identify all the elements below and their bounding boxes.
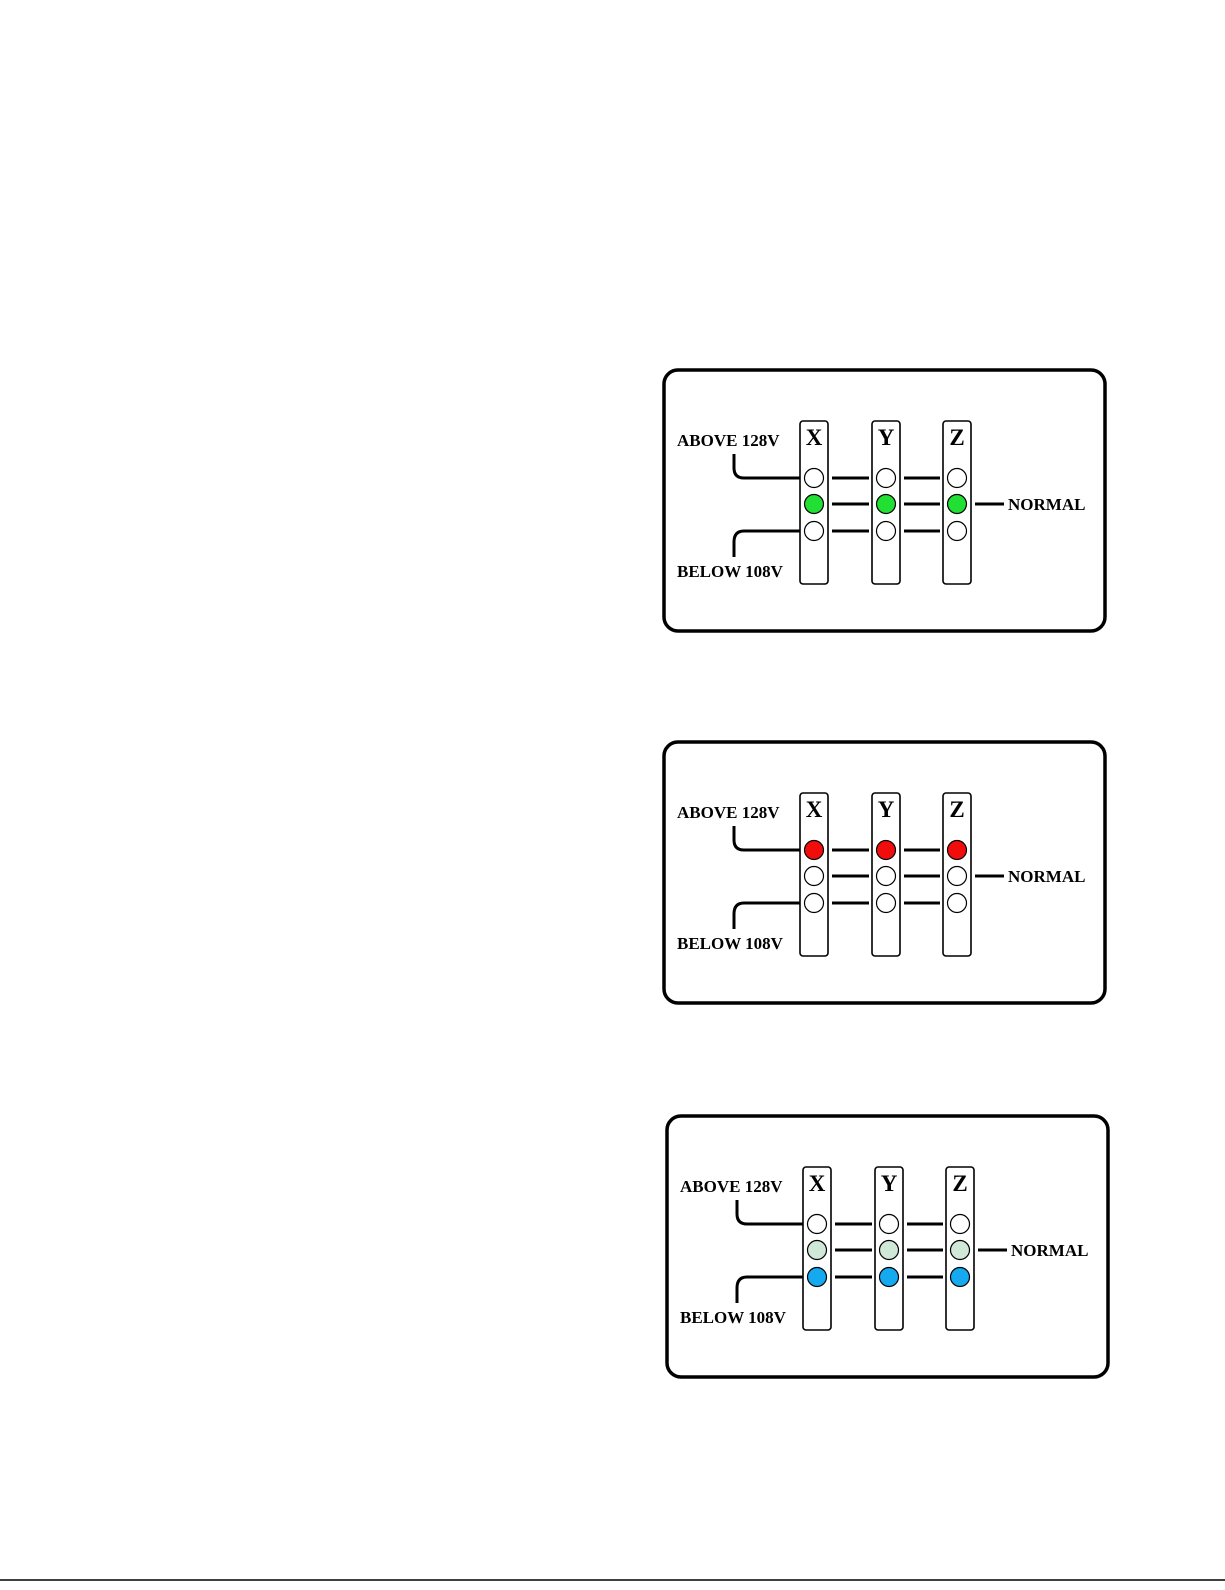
phase-label-y: Y xyxy=(878,425,895,450)
led-y-row-2 xyxy=(877,495,896,514)
above-label: ABOVE 128V xyxy=(677,431,780,450)
led-y-row-1 xyxy=(877,841,896,860)
below-label: BELOW 108V xyxy=(677,934,784,953)
led-x-row-3 xyxy=(805,894,824,913)
led-y-row-1 xyxy=(880,1215,899,1234)
led-x-row-1 xyxy=(805,841,824,860)
led-x-row-3 xyxy=(808,1268,827,1287)
above-label: ABOVE 128V xyxy=(680,1177,783,1196)
phase-label-z: Z xyxy=(952,1171,967,1196)
led-z-row-3 xyxy=(948,522,967,541)
normal-label: NORMAL xyxy=(1008,867,1085,886)
phase-label-y: Y xyxy=(878,797,895,822)
led-z-row-1 xyxy=(951,1215,970,1234)
led-y-row-2 xyxy=(877,867,896,886)
led-y-row-3 xyxy=(877,522,896,541)
phase-label-z: Z xyxy=(949,425,964,450)
led-z-row-1 xyxy=(948,469,967,488)
normal-label: NORMAL xyxy=(1008,495,1085,514)
led-z-row-2 xyxy=(948,867,967,886)
led-x-row-1 xyxy=(808,1215,827,1234)
led-y-row-3 xyxy=(880,1268,899,1287)
led-z-row-2 xyxy=(948,495,967,514)
led-x-row-2 xyxy=(805,867,824,886)
led-z-row-3 xyxy=(951,1268,970,1287)
phase-label-x: X xyxy=(806,797,823,822)
led-x-row-3 xyxy=(805,522,824,541)
phase-label-x: X xyxy=(806,425,823,450)
phase-label-z: Z xyxy=(949,797,964,822)
led-y-row-1 xyxy=(877,469,896,488)
led-z-row-1 xyxy=(948,841,967,860)
led-y-row-3 xyxy=(877,894,896,913)
panel-below-state: X Y Z NORMAL ABOVE 128V BELOW 108V xyxy=(667,1116,1108,1377)
panel-above-state: X Y Z NORMAL ABOVE 128V BELOW 108V xyxy=(664,742,1105,1003)
below-label: BELOW 108V xyxy=(677,562,784,581)
below-label: BELOW 108V xyxy=(680,1308,787,1327)
phase-label-y: Y xyxy=(881,1171,898,1196)
above-label: ABOVE 128V xyxy=(677,803,780,822)
led-z-row-2 xyxy=(951,1241,970,1260)
led-x-row-2 xyxy=(808,1241,827,1260)
normal-label: NORMAL xyxy=(1011,1241,1088,1260)
led-x-row-2 xyxy=(805,495,824,514)
led-y-row-2 xyxy=(880,1241,899,1260)
led-x-row-1 xyxy=(805,469,824,488)
panel-normal-state: X Y Z NORMAL ABOVE 128V BELOW 108V xyxy=(664,370,1105,631)
led-z-row-3 xyxy=(948,894,967,913)
phase-label-x: X xyxy=(809,1171,826,1196)
